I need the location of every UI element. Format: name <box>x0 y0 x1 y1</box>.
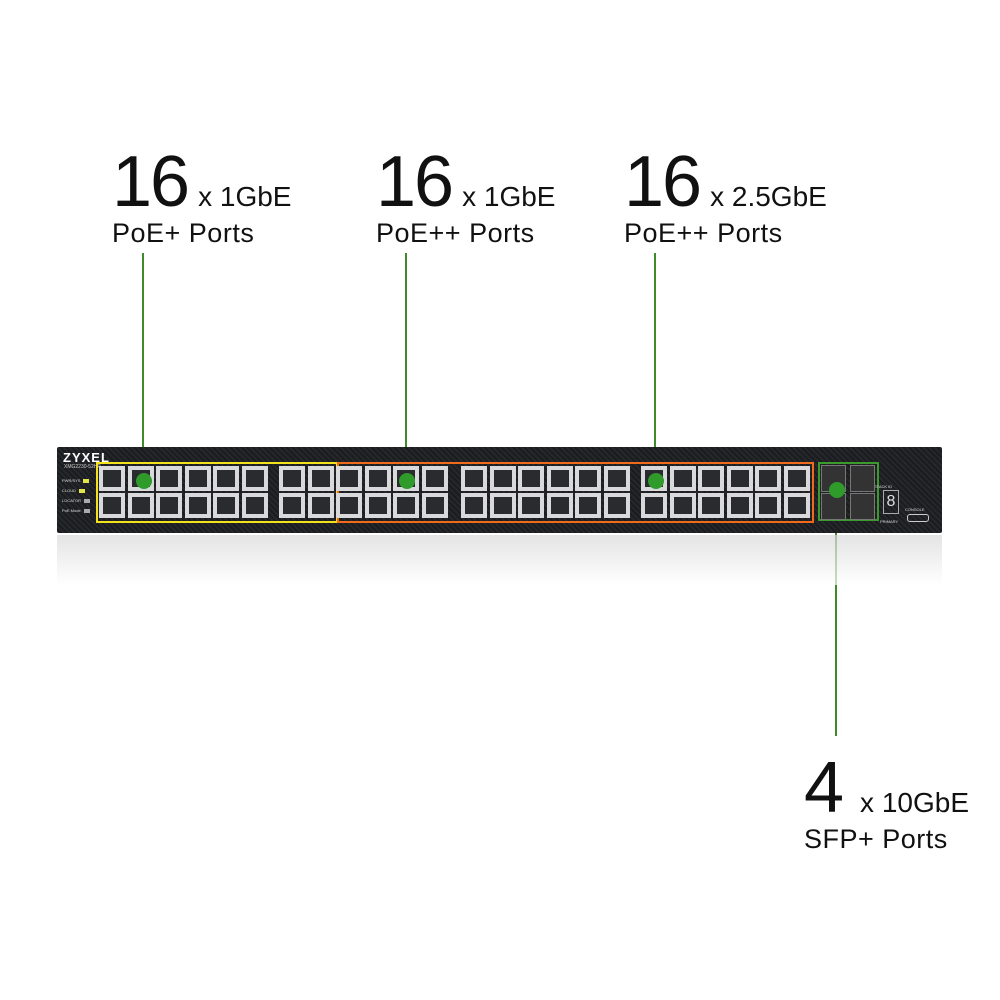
rj45-port[interactable] <box>603 466 630 491</box>
port-count: 16 <box>376 142 454 222</box>
led-cloud: CLOUD <box>62 488 86 493</box>
stack-id-display: 8 <box>883 490 899 514</box>
model-number: XMG2230-52HP <box>64 464 101 470</box>
rj45-port[interactable] <box>156 466 182 491</box>
network-switch: ZYXEL XMG2230-52HP PWR/SYS CLOUD LOCATOR… <box>57 447 942 533</box>
rj45-port[interactable] <box>669 466 696 491</box>
rj45-port[interactable] <box>461 466 487 491</box>
rj45-port[interactable] <box>489 466 516 491</box>
led-locator: LOCATOR <box>62 498 90 503</box>
console-port <box>907 514 929 522</box>
led-poe-mode: PoE Mode <box>62 508 90 513</box>
rj45-port[interactable] <box>783 466 810 491</box>
callout-dot <box>136 473 152 489</box>
rj45-port[interactable] <box>421 493 448 518</box>
rj45-port[interactable] <box>213 466 239 491</box>
rj45-port[interactable] <box>575 466 601 491</box>
port-speed: x 1GbE <box>198 181 292 212</box>
rj45-port[interactable] <box>603 493 630 518</box>
port-type: PoE++ Ports <box>376 218 535 248</box>
rj45-port[interactable] <box>726 466 753 491</box>
rj45-port[interactable] <box>546 466 573 491</box>
rj45-port[interactable] <box>307 466 334 491</box>
rj45-port[interactable] <box>336 493 362 518</box>
rj45-port[interactable] <box>279 466 305 491</box>
rj45-port[interactable] <box>518 466 544 491</box>
port-type: SFP+ Ports <box>804 824 948 854</box>
rj45-port[interactable] <box>184 493 211 518</box>
port-count: 16 <box>624 142 702 222</box>
sfp-port[interactable] <box>850 465 875 492</box>
rj45-port[interactable] <box>669 493 696 518</box>
rj45-port[interactable] <box>575 493 601 518</box>
poe-plusplus-highlight <box>337 462 814 523</box>
rj45-port[interactable] <box>184 466 211 491</box>
rj45-port[interactable] <box>726 493 753 518</box>
port-count: 16 <box>112 142 190 222</box>
callout-dot <box>648 473 664 489</box>
rj45-port[interactable] <box>755 466 781 491</box>
rj45-port[interactable] <box>546 493 573 518</box>
rj45-port[interactable] <box>755 493 781 518</box>
rj45-port[interactable] <box>518 493 544 518</box>
sfp-port[interactable] <box>850 493 875 520</box>
callout-line <box>835 490 837 736</box>
rj45-port[interactable] <box>698 466 724 491</box>
rj45-port[interactable] <box>99 466 125 491</box>
led-pwr: PWR/SYS <box>62 478 90 483</box>
rj45-port[interactable] <box>99 493 125 518</box>
rj45-port[interactable] <box>307 493 334 518</box>
rj45-port[interactable] <box>461 493 487 518</box>
rj45-port[interactable] <box>783 493 810 518</box>
sfp-highlight <box>818 462 879 521</box>
console-label: CONSOLE <box>905 507 925 512</box>
port-speed: x 10GbE <box>860 787 969 818</box>
rj45-port[interactable] <box>241 493 268 518</box>
rj45-port[interactable] <box>489 493 516 518</box>
rj45-port[interactable] <box>127 493 154 518</box>
rj45-port[interactable] <box>393 493 419 518</box>
callout-line <box>142 253 144 481</box>
port-speed: x 2.5GbE <box>710 181 827 212</box>
rj45-port[interactable] <box>364 493 391 518</box>
rj45-port[interactable] <box>336 466 362 491</box>
brand-logo: ZYXEL <box>63 450 110 465</box>
rj45-port[interactable] <box>213 493 239 518</box>
rj45-port[interactable] <box>241 466 268 491</box>
callout-dot <box>829 482 845 498</box>
rj45-port[interactable] <box>156 493 182 518</box>
rj45-port[interactable] <box>364 466 391 491</box>
callout-line <box>405 253 407 481</box>
rj45-port[interactable] <box>279 493 305 518</box>
port-count: 4 <box>804 748 844 828</box>
port-type: PoE++ Ports <box>624 218 783 248</box>
rj45-port[interactable] <box>698 493 724 518</box>
primary-label: PRIMARY <box>880 519 899 524</box>
callout-line <box>654 253 656 481</box>
callout-dot <box>399 473 415 489</box>
rj45-port[interactable] <box>421 466 448 491</box>
switch-reflection <box>57 535 942 585</box>
port-speed: x 1GbE <box>462 181 556 212</box>
port-type: PoE+ Ports <box>112 218 255 248</box>
rj45-port[interactable] <box>641 493 667 518</box>
stack-id-label: STACK ID <box>874 484 893 489</box>
